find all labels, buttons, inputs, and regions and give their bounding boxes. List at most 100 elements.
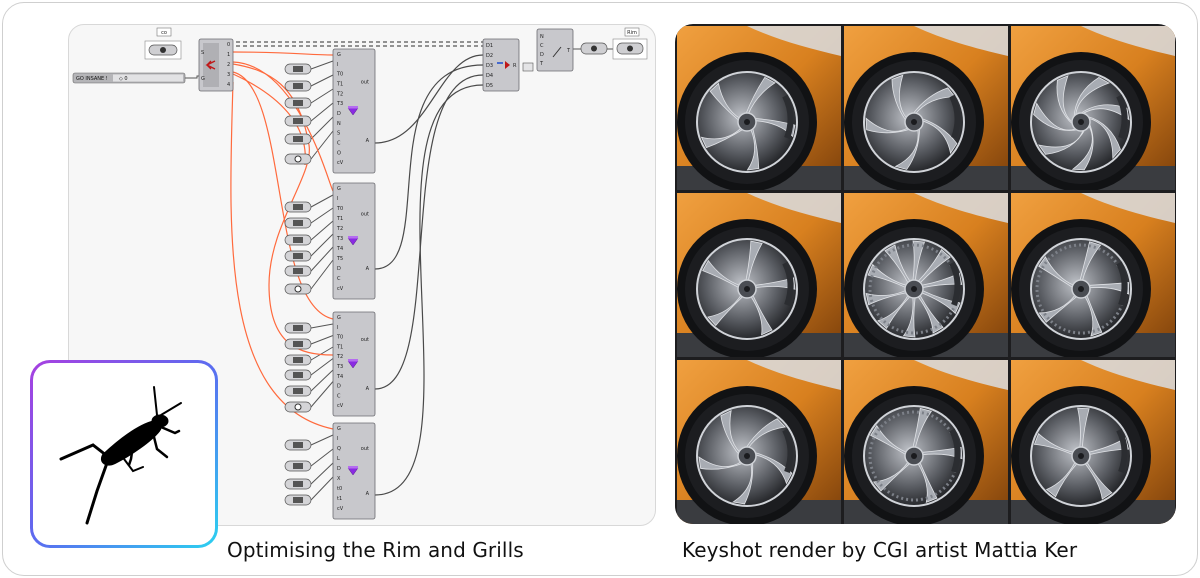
grasshopper-logo-card [30, 360, 218, 548]
svg-text:G: G [337, 315, 341, 321]
svg-text:T1: T1 [336, 216, 343, 222]
svg-text:T4: T4 [336, 246, 343, 252]
dial-icon [294, 403, 302, 411]
number-icon [293, 66, 303, 72]
number-icon [293, 118, 303, 124]
svg-text:D: D [337, 466, 341, 472]
render-tile-star-mesh [1011, 193, 1175, 357]
svg-text:T3: T3 [336, 101, 343, 107]
wire-dark [374, 54, 484, 144]
merge-node[interactable] [482, 38, 520, 92]
svg-text:I: I [337, 62, 338, 68]
render-grid [675, 24, 1176, 524]
svg-text:D: D [540, 52, 544, 58]
svg-text:cV: cV [337, 403, 344, 409]
svg-text:T: T [539, 61, 544, 67]
svg-text:D5: D5 [486, 83, 493, 89]
merge-icon [505, 61, 510, 69]
transform-node[interactable] [536, 28, 574, 72]
svg-text:C: C [337, 141, 341, 147]
svg-text:N: N [337, 121, 341, 127]
svg-text:D3: D3 [486, 63, 493, 69]
svg-text:C: C [337, 276, 341, 282]
render-tile-split-5-spoke-rimmed [844, 360, 1008, 524]
svg-text:G: G [201, 76, 205, 82]
svg-text:out: out [361, 446, 369, 452]
wheel-render [844, 193, 1008, 357]
number-icon [293, 237, 303, 243]
wheel-render [1011, 193, 1175, 357]
sampler-icon [205, 60, 216, 70]
svg-text:t0: t0 [337, 486, 342, 492]
svg-text:I: I [337, 436, 338, 442]
relay [522, 62, 534, 72]
panel-label-box [624, 27, 640, 37]
render-tile-curved-5-spoke [677, 26, 841, 190]
render-tile-flat-5-spoke [1011, 360, 1175, 524]
svg-text:C: C [337, 393, 341, 399]
render-tile-twisted-5-spoke [844, 26, 1008, 190]
dial-icon [294, 155, 302, 163]
svg-text:G: G [337, 52, 341, 58]
wire-orange [232, 71, 334, 320]
svg-text:N: N [540, 34, 544, 40]
render-tile-multi-spoke-mesh [844, 193, 1008, 357]
svg-text:cV: cV [337, 286, 344, 292]
svg-text:R: R [513, 63, 517, 69]
number-icon [293, 83, 303, 89]
svg-text:out: out [361, 80, 369, 86]
svg-text:T0: T0 [336, 72, 343, 78]
dial-icon [294, 285, 302, 293]
svg-text:G: G [337, 186, 341, 192]
wire-orange [232, 51, 334, 56]
svg-text:out: out [361, 211, 369, 217]
svg-text:T5: T5 [336, 256, 343, 262]
svg-text:0: 0 [227, 42, 230, 48]
svg-text:D: D [337, 384, 341, 390]
panel-label-rim: Rim [627, 30, 637, 36]
number-icon [293, 341, 303, 347]
svg-text:out: out [361, 337, 369, 343]
caption-right: Keyshot render by CGI artist Mattia Ker [682, 538, 1078, 562]
svg-text:4: 4 [227, 82, 230, 88]
svg-text:T3: T3 [336, 364, 343, 370]
wheel-render [677, 26, 841, 190]
wire-dark [374, 74, 484, 390]
number-icon [293, 497, 303, 503]
wheel-render [677, 360, 841, 524]
svg-text:A: A [366, 386, 370, 392]
number-icon [293, 220, 303, 226]
transform-icon [552, 46, 562, 58]
wheel-render [844, 360, 1008, 524]
svg-text:t1: t1 [337, 496, 342, 502]
svg-text:Q: Q [337, 446, 341, 452]
number-icon [293, 204, 303, 210]
svg-text:T1: T1 [336, 82, 343, 88]
number-icon [293, 325, 303, 331]
svg-text:T4: T4 [336, 374, 343, 380]
svg-text:X: X [337, 476, 341, 482]
svg-text:D: D [337, 111, 341, 117]
number-icon [293, 268, 303, 274]
svg-text:S: S [201, 50, 204, 56]
svg-text:A: A [366, 491, 370, 497]
svg-text:cV: cV [337, 506, 344, 512]
svg-text:D2: D2 [486, 53, 493, 59]
svg-text:T: T [566, 48, 571, 54]
wheel-render [844, 26, 1008, 190]
param-icon [160, 47, 166, 53]
render-tile-turbine-dish [1011, 26, 1175, 190]
number-icon [293, 357, 303, 363]
svg-text:2: 2 [227, 62, 230, 68]
wire-dark [374, 64, 484, 270]
svg-text:O: O [337, 150, 341, 156]
wires [185, 41, 615, 501]
wire-orange [232, 73, 306, 166]
slider-value: ◇ 0 [119, 76, 128, 82]
svg-text:A: A [366, 138, 370, 144]
svg-text:A: A [366, 266, 370, 272]
wheel-render [1011, 26, 1175, 190]
svg-text:D1: D1 [486, 43, 493, 49]
number-icon [293, 253, 303, 259]
